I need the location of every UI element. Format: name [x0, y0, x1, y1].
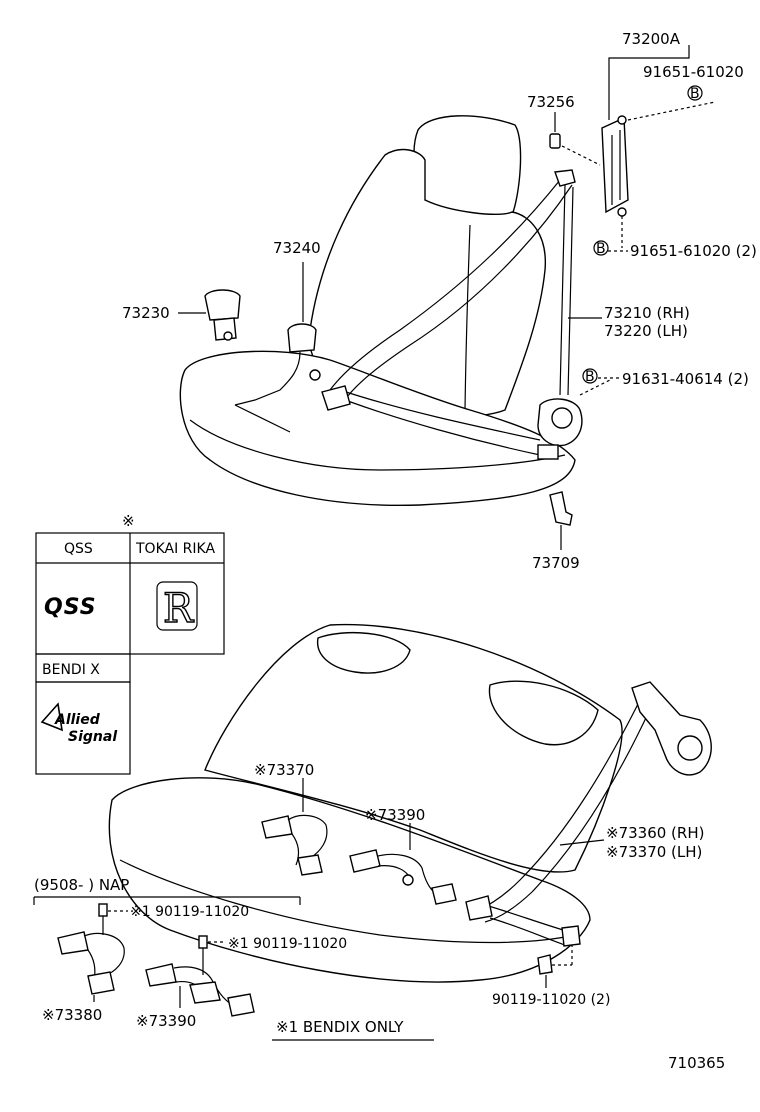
- buckle-73240: [234, 262, 321, 433]
- front-labels: 73200A 91651-61020 B 73256 B 91651-61020…: [122, 30, 757, 572]
- front-tongue: [321, 385, 351, 411]
- b-marker-low: B: [582, 368, 598, 385]
- qss-logo: QSS: [44, 595, 97, 620]
- svg-text:Allied: Allied: [54, 712, 101, 728]
- rear-labels: ※73370 ※73390 ※73360 (RH) ※73370 (LH) ※1…: [42, 761, 725, 1072]
- front-retractor: [537, 379, 611, 460]
- legend-qss: QSS: [64, 541, 93, 557]
- label-73200a: 73200A: [622, 30, 681, 48]
- label-90119-11020-b: ※1 90119-11020: [228, 936, 347, 952]
- svg-text:B: B: [596, 241, 606, 257]
- center-buckle-73370: [261, 778, 328, 876]
- label-73210: 73210 (RH): [604, 304, 690, 322]
- svg-text:B: B: [585, 369, 595, 385]
- allied-signal-logo: Allied Signal: [40, 702, 117, 745]
- label-73380: ※73380: [42, 1006, 102, 1024]
- diagram-code: 710365: [668, 1054, 725, 1072]
- label-nap: (9508- ) NAP: [34, 876, 129, 894]
- svg-text:B: B: [690, 86, 700, 102]
- manufacturer-legend: ※ QSS TOKAI RIKA QSS R BENDI X Allied Si…: [35, 512, 225, 775]
- b-marker-mid: B: [593, 240, 609, 257]
- legend-tokai: TOKAI RIKA: [135, 541, 215, 557]
- bolt-90119-11020-2: [537, 945, 573, 988]
- label-90119-11020-a: ※1 90119-11020: [130, 904, 249, 920]
- label-91631-40614: 91631-40614 (2): [622, 370, 749, 388]
- label-73256: 73256: [527, 93, 575, 111]
- tokai-rika-logo: R: [156, 581, 198, 633]
- front-seat: [179, 115, 576, 507]
- front-belt-webbing: [329, 179, 574, 456]
- svg-text:Signal: Signal: [68, 729, 117, 745]
- label-73370-lh: ※73370 (LH): [606, 843, 702, 861]
- label-90119-11020-2: 90119-11020 (2): [492, 992, 610, 1008]
- label-bendix-only: ※1 BENDIX ONLY: [276, 1018, 404, 1036]
- label-73230: 73230: [122, 304, 170, 322]
- center-belt-73390: [349, 823, 457, 905]
- label-73360-rh: ※73360 (RH): [606, 824, 704, 842]
- label-73709: 73709: [532, 554, 580, 572]
- label-91651-61020-2: 91651-61020 (2): [630, 242, 757, 260]
- svg-text:R: R: [163, 586, 195, 632]
- label-73370-center: ※73370: [254, 761, 314, 779]
- legend-bendix: BENDI X: [42, 662, 100, 678]
- nap-variant: (9508- ) NAP: [33, 876, 301, 1017]
- buckle-73230: [178, 289, 241, 341]
- rear-outer-belt: [465, 681, 712, 947]
- shoulder-anchor-73256: [549, 133, 601, 187]
- label-73240: 73240: [273, 239, 321, 257]
- height-adjuster-73200a: [601, 45, 716, 248]
- anchor-73709: [549, 491, 573, 550]
- b-marker-top: B: [687, 85, 703, 102]
- label-73390-nap: ※73390: [136, 1012, 196, 1030]
- label-73220: 73220 (LH): [604, 322, 688, 340]
- label-91651-61020-top: 91651-61020: [643, 63, 744, 81]
- legend-marker: ※: [122, 512, 135, 530]
- label-73390-center: ※73390: [365, 806, 425, 824]
- rear-seat: [108, 623, 623, 983]
